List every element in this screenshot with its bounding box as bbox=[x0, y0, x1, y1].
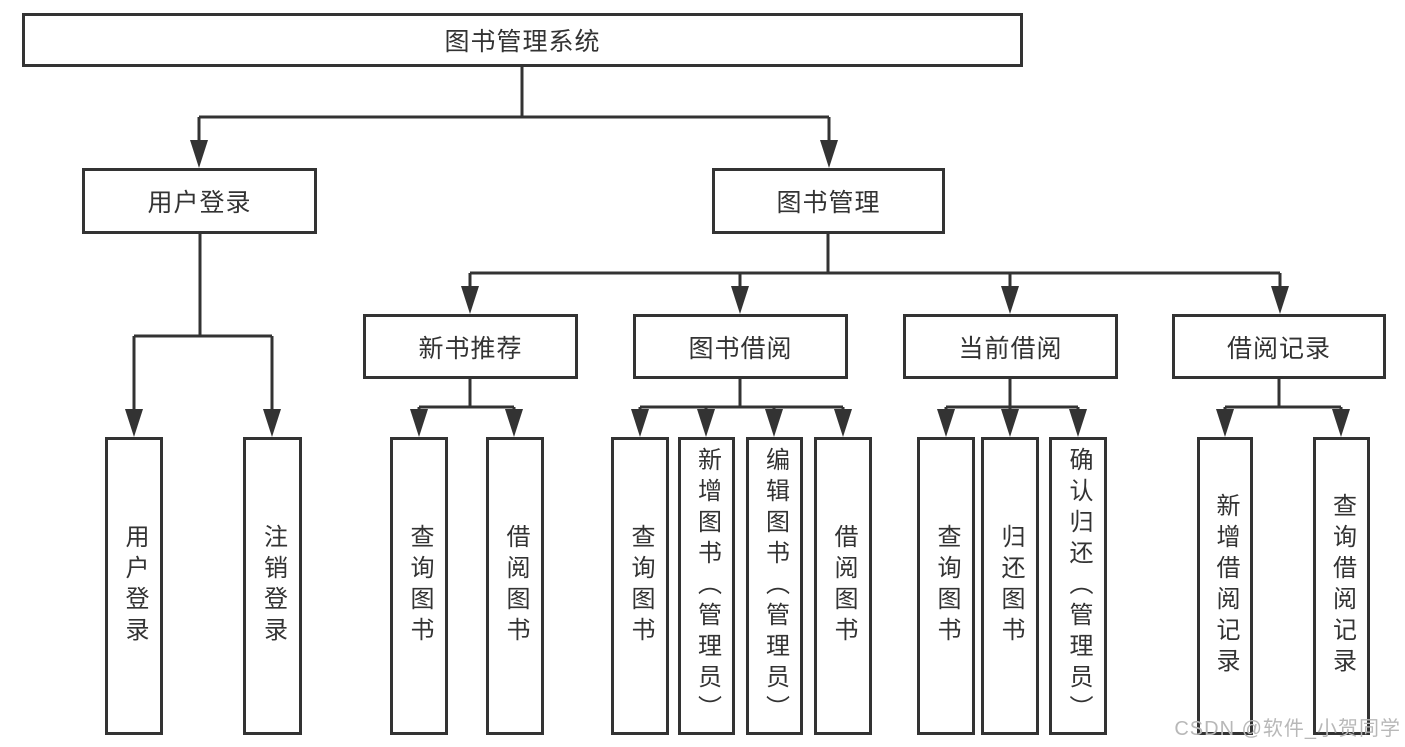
node-query-borrow-record: 查询借阅记录 bbox=[1313, 437, 1370, 735]
arrowhead-icon bbox=[731, 286, 749, 314]
node-query-books-borrow: 查询图书 bbox=[611, 437, 669, 735]
node-user-login-branch: 用户登录 bbox=[82, 168, 317, 234]
node-label-current-borrow: 当前借阅 bbox=[958, 334, 1063, 363]
node-label-borrow-records: 借阅记录 bbox=[1226, 334, 1331, 363]
arrowhead-icon bbox=[125, 409, 143, 437]
node-label-query-books-rec: 查询图书 bbox=[406, 524, 433, 648]
connector-tree-0 bbox=[197, 67, 831, 144]
node-book-borrow: 图书借阅 bbox=[633, 314, 848, 379]
arrowhead-icon bbox=[505, 409, 523, 437]
node-label-return-books: 归还图书 bbox=[997, 524, 1024, 648]
arrowhead-icon bbox=[461, 286, 479, 314]
arrowhead-icon bbox=[1216, 409, 1234, 437]
node-label-confirm-return-admin: 确认归还（管理员） bbox=[1065, 446, 1092, 726]
connector-tree-4 bbox=[638, 379, 845, 413]
node-label-query-books-borrow: 查询图书 bbox=[627, 524, 654, 648]
connector-tree-5 bbox=[944, 379, 1080, 413]
node-label-new-book-rec: 新书推荐 bbox=[418, 334, 523, 363]
node-current-borrow: 当前借阅 bbox=[903, 314, 1118, 379]
arrowhead-icon bbox=[820, 140, 838, 168]
node-borrow-books-2: 借阅图书 bbox=[814, 437, 872, 735]
node-label-query-books-current: 查询图书 bbox=[933, 524, 960, 648]
connector-tree-2 bbox=[468, 234, 1282, 290]
arrowhead-icon bbox=[1069, 409, 1087, 437]
arrowhead-icon bbox=[1332, 409, 1350, 437]
node-label-query-borrow-record: 查询借阅记录 bbox=[1328, 493, 1356, 679]
node-label-book-borrow: 图书借阅 bbox=[688, 334, 793, 363]
arrowhead-icon bbox=[937, 409, 955, 437]
arrowhead-icon bbox=[834, 409, 852, 437]
arrowhead-icon bbox=[1271, 286, 1289, 314]
watermark-text: CSDN @软件_小贺同学 bbox=[1174, 718, 1401, 740]
node-label-user-login-leaf: 用户登录 bbox=[121, 524, 148, 648]
node-borrow-records: 借阅记录 bbox=[1172, 314, 1386, 379]
node-label-borrow-books-rec: 借阅图书 bbox=[502, 524, 529, 648]
node-book-mgmt-branch: 图书管理 bbox=[712, 168, 945, 234]
node-root: 图书管理系统 bbox=[22, 13, 1023, 67]
node-add-books-admin: 新增图书（管理员） bbox=[678, 437, 735, 735]
node-label-logout-leaf: 注销登录 bbox=[259, 524, 287, 648]
connector-tree-1 bbox=[132, 234, 274, 413]
node-query-books-rec: 查询图书 bbox=[390, 437, 448, 735]
arrowhead-icon bbox=[410, 409, 428, 437]
node-borrow-books-rec: 借阅图书 bbox=[486, 437, 544, 735]
arrowhead-icon bbox=[765, 409, 783, 437]
node-add-borrow-record: 新增借阅记录 bbox=[1197, 437, 1253, 735]
connector-tree-6 bbox=[1223, 379, 1343, 413]
node-query-books-current: 查询图书 bbox=[917, 437, 975, 735]
node-label-borrow-books-2: 借阅图书 bbox=[830, 524, 857, 648]
node-return-books: 归还图书 bbox=[981, 437, 1039, 735]
arrowhead-icon bbox=[263, 409, 281, 437]
node-logout-leaf: 注销登录 bbox=[243, 437, 302, 735]
arrowhead-icon bbox=[631, 409, 649, 437]
node-label-user-login-branch: 用户登录 bbox=[147, 189, 252, 217]
arrowhead-icon bbox=[1001, 409, 1019, 437]
node-label-root: 图书管理系统 bbox=[444, 28, 601, 56]
node-confirm-return-admin: 确认归还（管理员） bbox=[1049, 437, 1107, 735]
node-label-add-borrow-record: 新增借阅记录 bbox=[1212, 493, 1239, 679]
arrowhead-icon bbox=[697, 409, 715, 437]
arrowhead-icon bbox=[1001, 286, 1019, 314]
node-edit-books-admin: 编辑图书（管理员） bbox=[746, 437, 803, 735]
arrowhead-icon bbox=[190, 140, 208, 168]
node-label-edit-books-admin: 编辑图书（管理员） bbox=[761, 446, 789, 726]
node-user-login-leaf: 用户登录 bbox=[105, 437, 163, 735]
connector-tree-3 bbox=[417, 379, 516, 413]
node-label-book-mgmt-branch: 图书管理 bbox=[776, 189, 881, 217]
node-label-add-books-admin: 新增图书（管理员） bbox=[693, 446, 721, 726]
node-new-book-rec: 新书推荐 bbox=[363, 314, 578, 379]
